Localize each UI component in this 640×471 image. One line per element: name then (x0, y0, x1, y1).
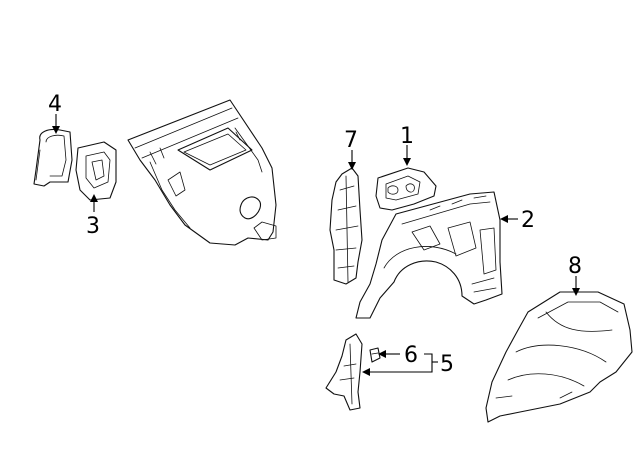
callout-6: 6 (404, 343, 418, 368)
callout-2: 2 (521, 208, 535, 233)
callout-3: 3 (86, 214, 100, 239)
part-3-housing (75, 141, 117, 201)
part-6-clip (369, 347, 381, 363)
callout-labels: 4 3 7 1 2 8 6 5 (48, 92, 582, 377)
vehicle-body-outline (127, 99, 277, 246)
callout-7: 7 (344, 128, 358, 153)
callout-5: 5 (440, 352, 454, 377)
part-8-wheelhouse-liner (485, 291, 633, 423)
leader-lines (52, 114, 580, 376)
callout-8: 8 (568, 254, 582, 279)
callout-1: 1 (400, 124, 414, 149)
part-4-trim-cup (33, 128, 73, 187)
part-1-bracket (375, 167, 437, 211)
part-7-pillar (329, 167, 363, 285)
part-2-wheelhouse-panel (355, 191, 503, 319)
callout-4: 4 (48, 92, 62, 117)
part-5-lower-bracket (325, 333, 363, 411)
